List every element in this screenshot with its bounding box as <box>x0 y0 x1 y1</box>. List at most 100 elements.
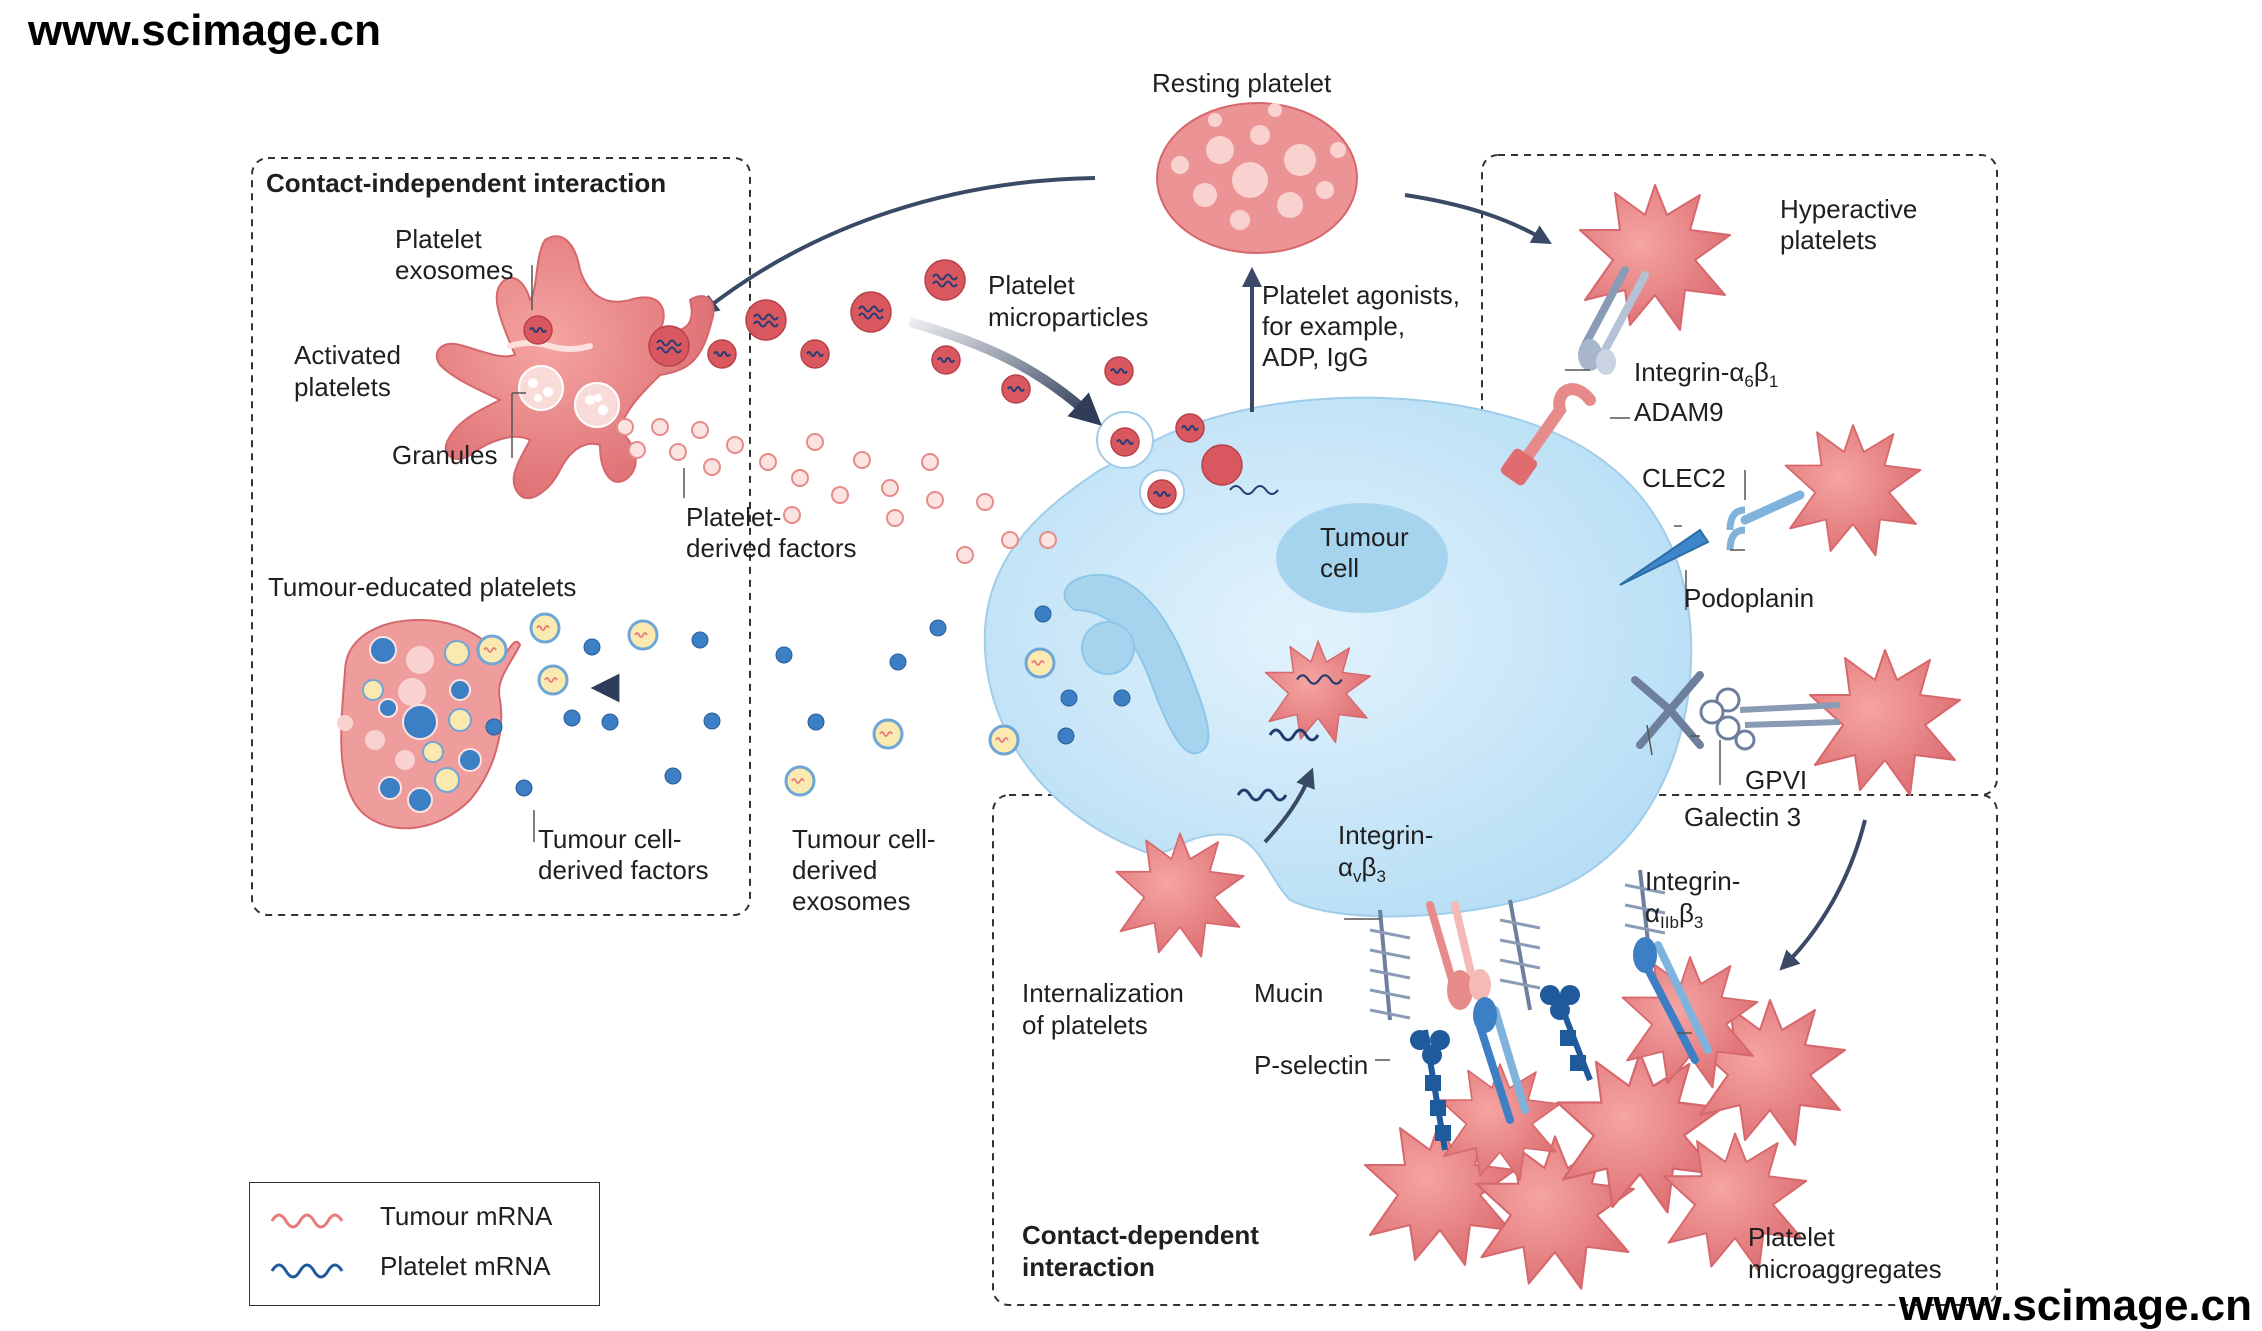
platelet-microparticles-label-2: microparticles <box>988 302 1149 332</box>
watermark-bottom-right: www.scimage.cn <box>1899 1281 2252 1330</box>
leader-lines <box>511 265 1746 1061</box>
tumour-derived-factor <box>1060 689 1078 707</box>
mucin-receptor-2 <box>1499 899 1541 1011</box>
tumour-cell-derived-exosomes-label-1: Tumour cell- <box>792 824 936 854</box>
platelet-derived-factor <box>926 491 944 509</box>
platelet-derived-factor <box>783 506 801 524</box>
tumour-cell-derived-exosomes-label-2: derived <box>792 855 878 885</box>
tumour-exosome <box>784 765 816 797</box>
platelet-derived-factor <box>881 479 899 497</box>
hyperactive-platelets-label-1: Hyperactive <box>1780 194 1918 224</box>
tumour-derived-factor <box>1057 727 1075 745</box>
galectin3 <box>1631 671 1704 749</box>
platelet-derived-factor <box>853 451 871 469</box>
p-selectin-receptor <box>1410 1029 1451 1151</box>
platelet-microparticle <box>850 291 892 333</box>
platelet-mrna-legend-label: Platelet mRNA <box>380 1251 551 1281</box>
platelet-microaggregates-label-1: Platelet <box>1748 1222 1835 1252</box>
tumour-cell-derived-factors-label-2: derived factors <box>538 855 709 885</box>
platelet-derived-factor <box>691 421 709 439</box>
tumour-derived-factor <box>703 712 721 730</box>
internalized-microparticle-1 <box>1110 427 1140 457</box>
tumour-derived-factor <box>775 646 793 664</box>
mucin-receptor <box>1369 909 1411 1021</box>
platelet-derived-factor <box>886 509 904 527</box>
resting-platelet <box>1156 102 1358 254</box>
tumour-educated-platelet <box>337 618 522 830</box>
integrin-aiib-b3-label-2: αIIbβ3 <box>1645 898 1704 932</box>
tumour-derived-factor <box>807 713 825 731</box>
platelet-derived-factor <box>1001 531 1019 549</box>
adam9-label: ADAM9 <box>1634 397 1724 427</box>
tumour-exosome <box>872 718 904 750</box>
released-mrna <box>1229 485 1279 495</box>
tumour-exosome <box>627 619 659 651</box>
clec2-receptor <box>1726 490 1805 551</box>
platelet-microparticles-label-1: Platelet <box>988 270 1075 300</box>
tumour-exosome <box>988 724 1020 756</box>
platelet-derived-factor <box>976 493 994 511</box>
platelet-agonists-label-2: for example, <box>1262 311 1406 341</box>
p-selectin-label: P-selectin <box>1254 1050 1369 1080</box>
tumour-derived-factor <box>515 779 533 797</box>
tumour-cell-label-1: Tumour <box>1320 522 1409 552</box>
platelet-exosomes-label-2: exosomes <box>395 255 514 285</box>
tumour-exosome <box>476 634 508 666</box>
clec2-label: CLEC2 <box>1642 463 1726 493</box>
activated-platelets-label-2: platelets <box>294 372 391 402</box>
golgi-apparatus <box>1063 573 1210 755</box>
platelet-microaggregates-label-2: microaggregates <box>1748 1254 1942 1284</box>
platelet-derived-factor <box>759 453 777 471</box>
integrin-avb3-label-1: Integrin- <box>1338 820 1434 850</box>
platelet-microparticle <box>745 299 787 341</box>
platelet-derived-factor <box>956 546 974 564</box>
tumour-derived-factor <box>583 638 601 656</box>
tumour-mrna-legend-icon <box>270 1213 344 1229</box>
platelet-exosome <box>523 315 553 345</box>
tumour-cell-derived-exosomes-label-3: exosomes <box>792 886 911 916</box>
tumour-derived-factor <box>929 619 947 637</box>
integrin-aiib-b3-receptor <box>1473 869 1712 1124</box>
galectin3-label: Galectin 3 <box>1684 802 1802 832</box>
tumour-mrna-strand-2 <box>1236 788 1288 802</box>
legend-box: Tumour mRNA Platelet mRNA <box>249 1182 600 1306</box>
hyperactive-platelets-label-2: platelets <box>1780 225 1877 255</box>
tumour-derived-factor <box>1113 689 1131 707</box>
arrow-microparticles <box>908 317 1102 426</box>
tumour-derived-factor <box>485 718 503 736</box>
tumour-derived-factor <box>889 653 907 671</box>
integrin-aiib-b3-label-1: Integrin- <box>1645 866 1741 896</box>
tumour-derived-factor <box>601 713 619 731</box>
tumour-mrna-legend-label: Tumour mRNA <box>380 1201 553 1231</box>
contact-dependent-title-1: Contact-dependent <box>1022 1220 1259 1250</box>
tumour-cell-derived-factors-label-1: Tumour cell- <box>538 824 682 854</box>
platelet-derived-factor <box>806 433 824 451</box>
integrin-avb3-label-2: αvβ3 <box>1338 852 1386 886</box>
platelet-agonists-label-3: ADP, IgG <box>1262 342 1369 372</box>
arrow-to-activated <box>698 176 1096 315</box>
arrow-internalization <box>1263 767 1315 844</box>
tumour-cell-label-2: cell <box>1320 553 1360 583</box>
gpvi-label: GPVI <box>1745 765 1808 795</box>
internalized-platelet <box>1264 640 1372 744</box>
contact-dependent-title-2: interaction <box>1022 1252 1155 1282</box>
platelet-mrna-legend-icon <box>270 1263 344 1279</box>
platelet-microparticle <box>1104 356 1134 386</box>
platelet-microparticle <box>707 339 737 369</box>
platelet-derived-factor <box>651 418 669 436</box>
platelet-agonists-label-1: Platelet agonists, <box>1262 280 1461 310</box>
podoplanin <box>1619 528 1710 586</box>
tumour-derived-factor <box>691 631 709 649</box>
granules-label: Granules <box>392 440 498 470</box>
tumour-derived-factor <box>563 709 581 727</box>
activated-platelets-label-1: Activated <box>294 340 401 370</box>
p-selectin-receptor-2 <box>1540 985 1593 1082</box>
tumour-exosome <box>529 612 561 644</box>
platelet-derived-factors-label-2: derived factors <box>686 533 857 563</box>
clec2-platelet <box>1784 424 1922 557</box>
platelet-microparticle <box>924 259 966 301</box>
tumour-educated-platelets-label: Tumour-educated platelets <box>268 572 577 602</box>
platelet-derived-factor <box>703 458 721 476</box>
internalized-microparticle-2 <box>1147 479 1177 509</box>
